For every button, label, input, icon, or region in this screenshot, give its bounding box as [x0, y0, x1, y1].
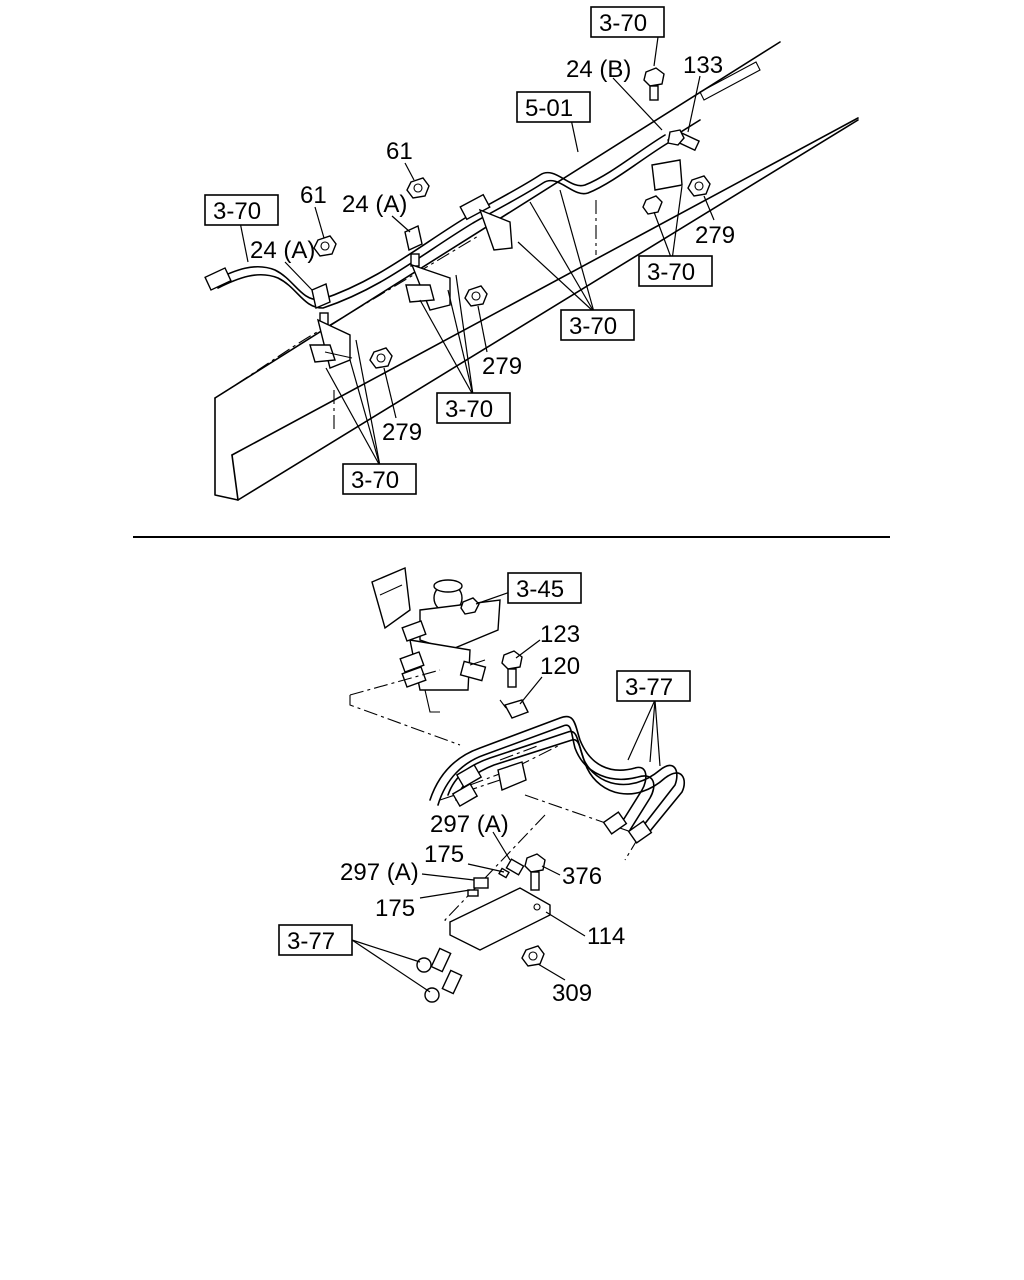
leaders-bottom — [351, 591, 661, 993]
nut-279-center — [464, 285, 488, 307]
ref-3-70-mid: 3-70 — [569, 313, 617, 340]
nut-309 — [521, 945, 545, 967]
ref-3-70-right: 3-70 — [647, 259, 695, 286]
label-120: 120 — [540, 653, 580, 680]
bolt-123 — [501, 650, 523, 688]
label-175-lower: 175 — [375, 895, 415, 922]
nut-279-left — [369, 347, 393, 369]
label-175-upper: 175 — [424, 841, 464, 868]
ref-box-left: 3-70 — [204, 194, 279, 226]
pipe-bundle — [429, 715, 686, 844]
ref-3-77-left: 3-77 — [287, 928, 335, 955]
nut-279-right — [687, 175, 711, 197]
ref-5-01: 5-01 — [525, 95, 573, 122]
bracket-mid — [478, 208, 513, 251]
label-24b: 24 (B) — [566, 56, 631, 83]
label-297a-lower: 297 (A) — [340, 859, 419, 886]
ref-box-right: 3-70 — [638, 255, 713, 287]
bracket-114 — [449, 887, 551, 951]
clip-24a-left — [311, 283, 331, 326]
bracket-left — [309, 318, 353, 369]
labels-top: 61 61 24 (A) 24 (A) 24 (B) 133 279 279 2… — [250, 52, 735, 446]
pipe-top — [204, 119, 701, 309]
nut-61-center — [406, 177, 430, 199]
label-279-right: 279 — [695, 222, 735, 249]
label-279-center: 279 — [482, 353, 522, 380]
ref-box-345: 3-45 — [507, 572, 582, 604]
ref-box-mid: 3-70 — [560, 309, 635, 341]
label-61-left: 61 — [300, 182, 327, 209]
ref-3-70-top: 3-70 — [599, 10, 647, 37]
valve-assembly — [371, 566, 501, 713]
ref-box-center: 3-70 — [436, 392, 511, 424]
label-133: 133 — [683, 52, 723, 79]
bracket-center — [405, 263, 451, 311]
connector-297a-175-upper — [498, 858, 525, 879]
ref-3-77-right: 3-77 — [625, 674, 673, 701]
bracket-right — [642, 159, 683, 215]
ref-3-70-left: 3-70 — [213, 198, 261, 225]
bolt-376 — [524, 853, 546, 891]
ref-box-377-right: 3-77 — [616, 670, 691, 702]
ref-3-70-bottom: 3-70 — [351, 467, 399, 494]
bolt-top — [643, 67, 665, 101]
ref-box-377-left: 3-77 — [278, 924, 353, 956]
bolt-133 — [667, 129, 701, 152]
label-24a-center: 24 (A) — [342, 191, 407, 218]
label-114: 114 — [587, 923, 625, 950]
ref-box-501: 5-01 — [516, 91, 591, 123]
label-61-center: 61 — [386, 138, 413, 165]
label-24a-left: 24 (A) — [250, 237, 315, 264]
label-309: 309 — [552, 980, 592, 1007]
label-376: 376 — [562, 863, 602, 890]
ref-3-70-center: 3-70 — [445, 396, 493, 423]
ref-3-45: 3-45 — [516, 576, 564, 603]
connector-297a-175-lower — [467, 877, 489, 897]
nut-61-left — [313, 235, 337, 257]
label-123: 123 — [540, 621, 580, 648]
clip-24a-center — [404, 225, 423, 267]
bottom-dash-frame — [349, 669, 641, 931]
labels-bottom: 123 120 297 (A) 175 297 (A) 376 175 114 … — [340, 621, 625, 1007]
clip-120 — [499, 699, 529, 719]
leaders-top — [239, 36, 715, 467]
label-279-left: 279 — [382, 419, 422, 446]
ref-box-top: 3-70 — [590, 6, 665, 38]
fittings-lower-left — [416, 947, 463, 1003]
label-297a-upper: 297 (A) — [430, 811, 509, 838]
ref-box-bottom: 3-70 — [342, 463, 417, 495]
